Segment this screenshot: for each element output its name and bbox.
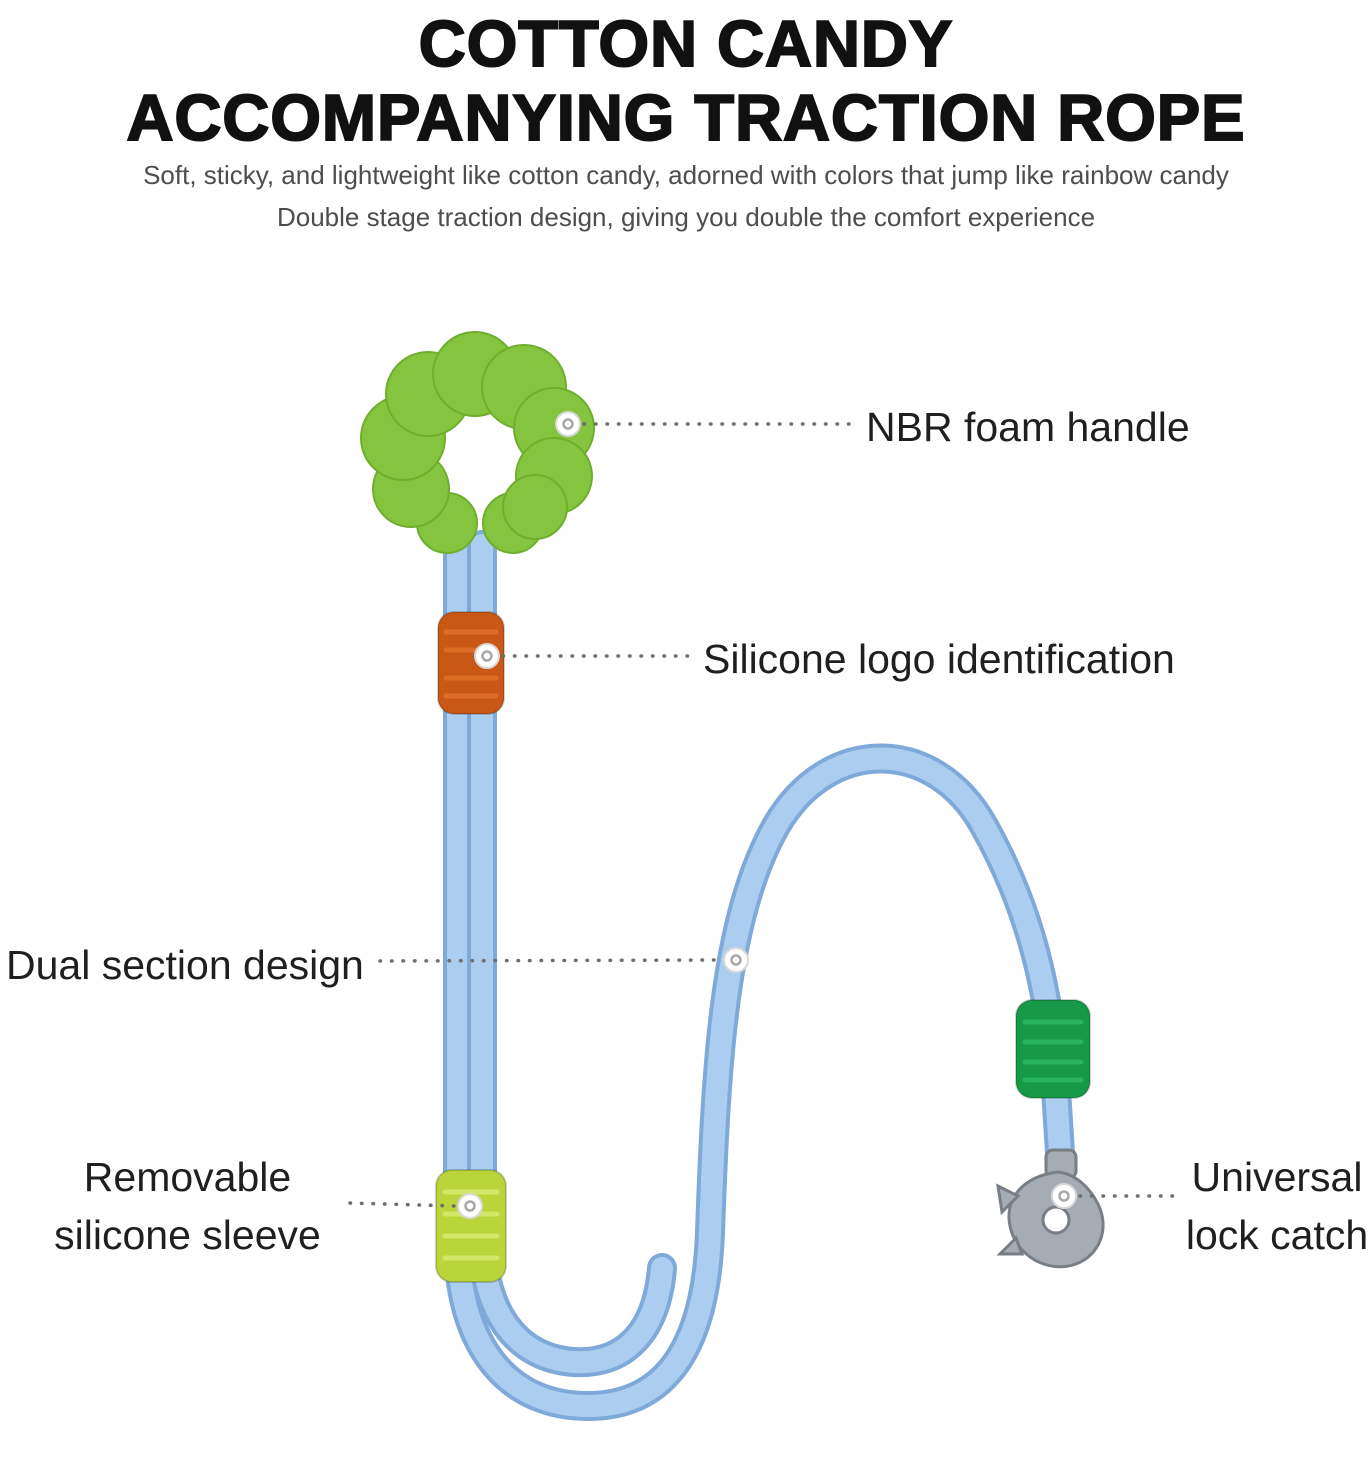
callout-label-foam-handle: NBR foam handle	[866, 404, 1190, 450]
callout-label-lock-catch-line1: Universal	[1191, 1154, 1363, 1200]
callout-label-removable-sleeve: Removable silicone sleeve	[40, 1148, 335, 1264]
marker-dual-section	[723, 947, 749, 973]
page-title-line2: ACCOMPANYING TRACTION ROPE	[126, 80, 1246, 155]
rope	[443, 530, 1076, 1422]
lock-sleeve	[1015, 999, 1091, 1099]
callout-label-dual-section: Dual section design	[6, 942, 364, 988]
subtitle-line1: Soft, sticky, and lightweight like cotto…	[143, 160, 1229, 190]
subtitle-line2: Double stage traction design, giving you…	[276, 202, 1096, 232]
callout-label-removable-sleeve-line2: silicone sleeve	[54, 1212, 321, 1258]
callout-label-lock-catch: Universal lock catch	[1182, 1148, 1372, 1264]
marker-silicone-logo	[474, 643, 500, 669]
lock-catch	[996, 1148, 1105, 1269]
silicone-logo-sleeve	[437, 611, 505, 715]
foam-handle	[360, 331, 595, 554]
marker-foam-handle	[555, 411, 581, 437]
marker-lock-catch	[1051, 1183, 1077, 1209]
callout-label-lock-catch-line2: lock catch	[1185, 1212, 1369, 1258]
callout-label-removable-sleeve-line1: Removable	[83, 1154, 292, 1200]
leader-dual-section	[378, 958, 725, 963]
page-title-line1: COTTON CANDY	[418, 6, 954, 81]
removable-silicone-sleeve	[435, 1169, 507, 1283]
leader-lines	[348, 422, 1182, 1208]
marker-removable-sleeve	[457, 1193, 483, 1219]
callout-label-silicone-logo: Silicone logo identification	[703, 636, 1175, 682]
callout-markers	[457, 411, 1077, 1219]
